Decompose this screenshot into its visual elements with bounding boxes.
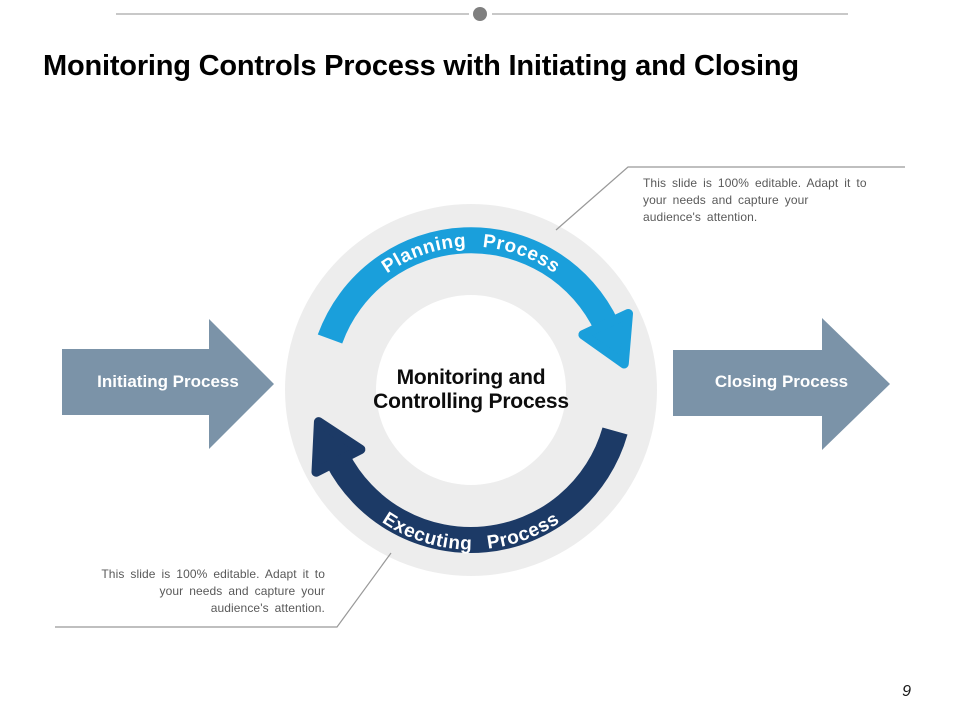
callout-bottom-left-line2: your needs and capture your xyxy=(159,584,325,598)
callout-top-right: This slide is 100% editable. Adapt it to… xyxy=(643,175,883,226)
closing-block-arrow xyxy=(673,318,890,450)
center-label-line2: Controlling Process xyxy=(373,390,569,413)
executing-arc-arrow xyxy=(311,417,628,553)
initiating-arrow-label: Initiating Process xyxy=(97,372,239,391)
callout-top-right-line1: This slide is 100% editable. Adapt it to xyxy=(643,176,867,190)
slide-title: Monitoring Controls Process with Initiat… xyxy=(43,50,799,82)
process-inner-circle xyxy=(376,295,566,485)
header-dot-icon xyxy=(473,7,487,21)
callout-connector-bottom-left xyxy=(55,552,392,628)
callout-bottom-left: This slide is 100% editable. Adapt it to… xyxy=(85,566,325,617)
callout-top-right-line2: your needs and capture your xyxy=(643,193,809,207)
closing-arrow-label: Closing Process xyxy=(714,372,849,391)
initiating-block-arrow xyxy=(62,319,274,449)
callout-bottom-left-line1: This slide is 100% editable. Adapt it to xyxy=(101,567,325,581)
callout-top-right-line3: audience's attention. xyxy=(643,210,758,224)
center-label-line1: Monitoring and xyxy=(396,366,546,389)
center-label: Monitoring and Controlling Process xyxy=(361,362,581,418)
planning-arc-arrow xyxy=(317,227,633,369)
page-number: 9 xyxy=(902,683,911,700)
callout-connector-top-right xyxy=(555,166,905,231)
callout-bottom-left-line3: audience's attention. xyxy=(210,601,325,615)
